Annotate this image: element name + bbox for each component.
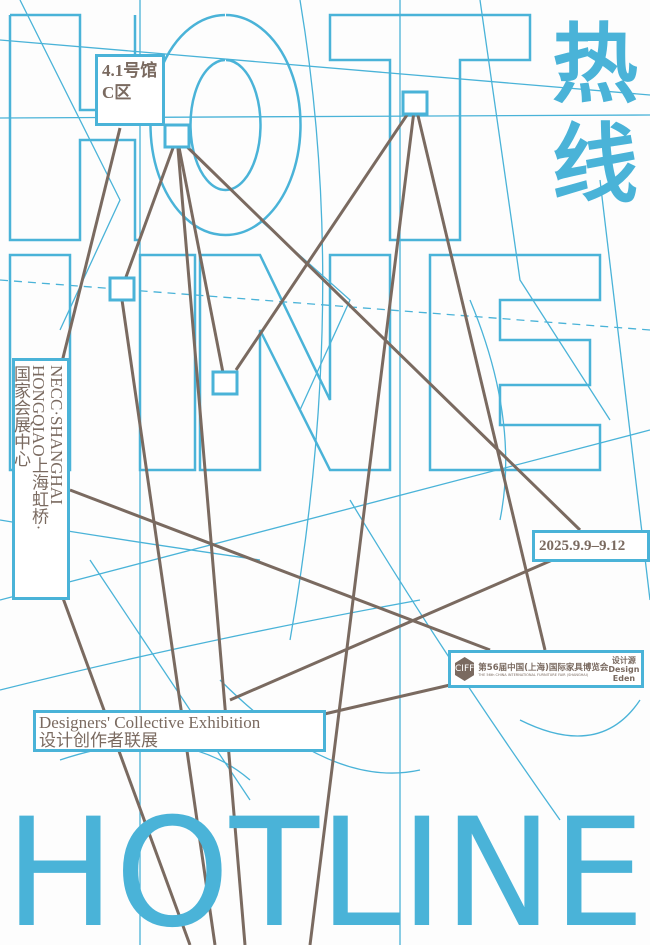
outline-letter-t xyxy=(328,13,532,242)
hotline-big-text: HOTLINE xyxy=(5,787,645,945)
node-square xyxy=(211,370,239,396)
hall-number: 4.1号馆 xyxy=(102,61,158,80)
ciff-logo-icon: CIFF xyxy=(455,657,475,681)
venue-line-1: NECC·SHANGHAI xyxy=(47,365,66,505)
design-eden-logo: 设计源 Design Eden xyxy=(608,656,639,683)
title-char: 热 xyxy=(552,15,638,115)
fair-name-cn: 第56届中国(上海)国际家具博览会 xyxy=(478,663,609,673)
partner-cn: 设计源 xyxy=(611,655,636,665)
venue-label: NECC·SHANGHAI HONGQIAO上海虹桥· 国家会展中心 xyxy=(11,358,70,600)
venue-line-3: 国家会展中心 xyxy=(11,365,30,467)
node-square xyxy=(401,90,429,116)
node-squares xyxy=(108,90,429,396)
outline-letter-n xyxy=(198,253,392,472)
fair-logo-box: CIFF 第56届中国(上海)国际家具博览会 THE 56th CHINA IN… xyxy=(448,650,644,688)
exhibition-cn: 设计创作者联展 xyxy=(39,731,158,750)
outline-letter-h xyxy=(8,13,140,242)
title-chinese: 热 线 xyxy=(550,15,640,215)
outline-letter-e xyxy=(428,253,602,472)
node-square xyxy=(108,276,136,302)
title-char: 线 xyxy=(552,115,638,215)
partner-en-1: Design xyxy=(608,664,640,674)
date-label: 2025.9.9–9.12 xyxy=(532,530,650,562)
venue-line-2: HONGQIAO上海虹桥· xyxy=(29,365,48,531)
exhibition-en: Designers' Collective Exhibition xyxy=(39,713,261,732)
fair-name-en: THE 56th CHINA INTERNATIONAL FURNITURE F… xyxy=(478,673,589,677)
outline-letter-i xyxy=(138,253,197,472)
node-square xyxy=(163,123,191,149)
hall-zone: C区 xyxy=(102,83,132,102)
exhibition-label: Designers' Collective Exhibition 设计创作者联展 xyxy=(33,710,326,752)
hall-label: 4.1号馆 C区 xyxy=(95,54,165,126)
connection-lines xyxy=(58,102,582,945)
partner-en-2: Eden xyxy=(612,673,636,683)
fair-text: 第56届中国(上海)国际家具博览会 THE 56th CHINA INTERNA… xyxy=(478,661,608,677)
